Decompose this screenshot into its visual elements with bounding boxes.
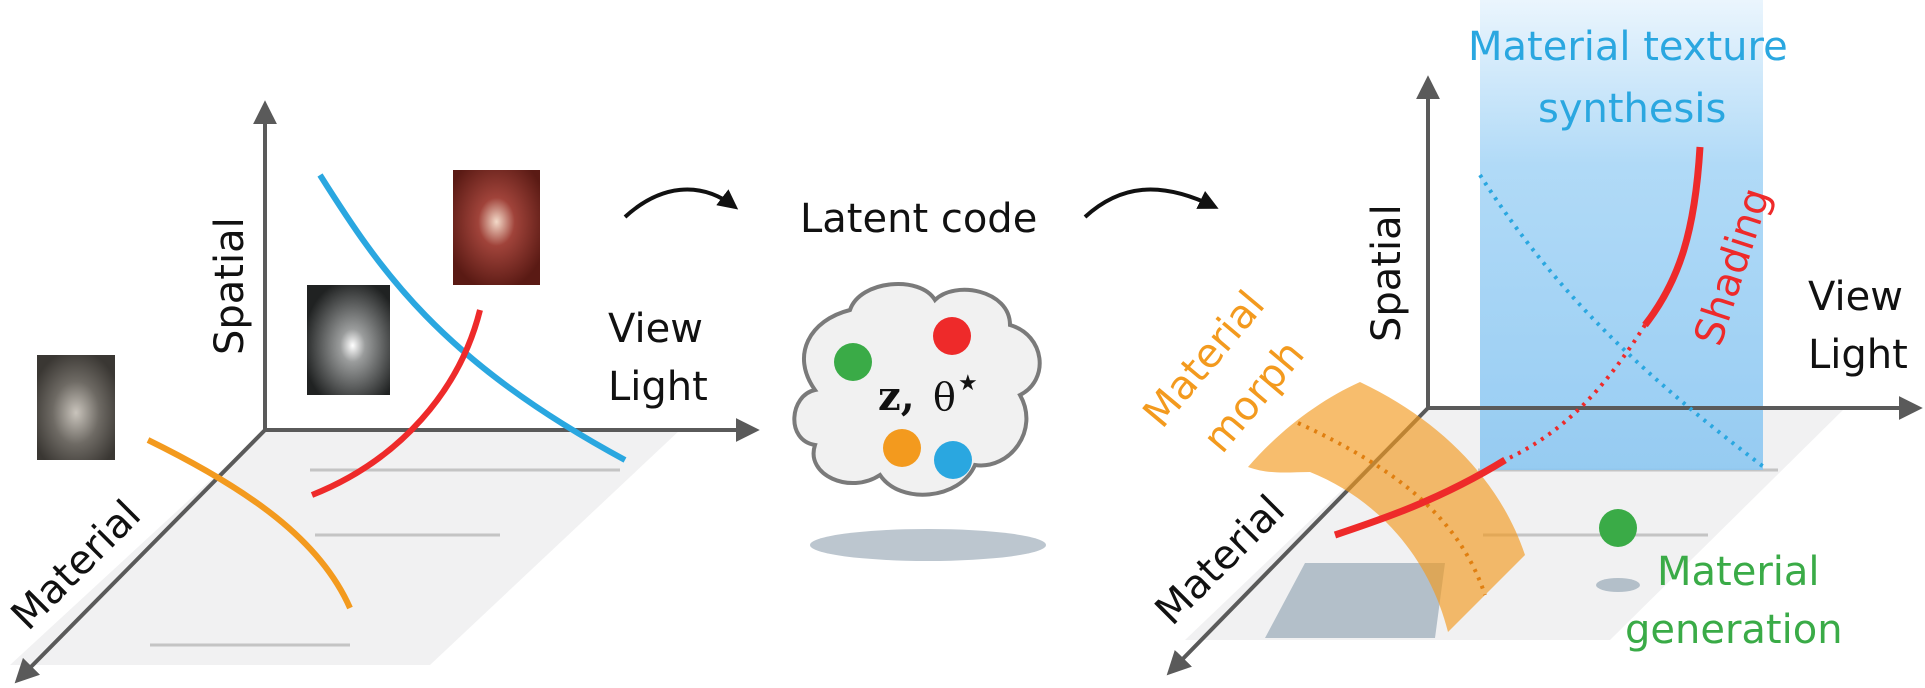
right-view-label: View bbox=[1808, 274, 1903, 320]
right-light-label: Light bbox=[1808, 332, 1908, 378]
latent-z-symbol: z, bbox=[878, 373, 915, 420]
morph-dotted-curve bbox=[1297, 421, 1487, 596]
arrow-latent-to-right bbox=[1083, 187, 1219, 219]
left-orange-curve bbox=[146, 437, 353, 610]
texture-synthesis-band bbox=[1480, 0, 1763, 470]
latent-dot-blue bbox=[934, 441, 972, 479]
shading-solid-curve-lower bbox=[1333, 457, 1507, 539]
generation-dot-shadow bbox=[1596, 578, 1640, 592]
left-blue-curve bbox=[317, 173, 627, 463]
left-panel: Spatial View Light Material bbox=[3, 100, 760, 684]
arrow-left-to-latent bbox=[623, 187, 739, 219]
texture-synthesis-label-line2: synthesis bbox=[1538, 86, 1726, 132]
material-generation-label-line2: generation bbox=[1625, 607, 1843, 653]
left-floor-plane bbox=[10, 430, 680, 665]
left-spatial-label: Spatial bbox=[207, 217, 253, 355]
shading-solid-curve-upper bbox=[1642, 146, 1704, 328]
latent-cloud bbox=[792, 282, 1042, 497]
right-blue-dotted-curve bbox=[1478, 173, 1767, 470]
middle-latent: Latent code z, θ ★ bbox=[623, 187, 1219, 561]
latent-dot-red bbox=[933, 317, 971, 355]
left-view-label: View bbox=[608, 306, 703, 352]
material-morph-surface bbox=[1248, 382, 1525, 632]
material-generation-label-line1: Material bbox=[1657, 549, 1820, 595]
left-light-label: Light bbox=[608, 364, 708, 410]
morph-floor-shadow bbox=[1265, 563, 1445, 638]
left-dark-texture-image bbox=[307, 285, 390, 395]
left-gray-texture-image bbox=[37, 355, 115, 460]
shading-dotted-curve bbox=[1504, 323, 1647, 462]
left-red-curve bbox=[310, 309, 483, 498]
latent-dot-orange bbox=[883, 429, 921, 467]
latent-theta-symbol: θ bbox=[933, 375, 956, 419]
texture-synthesis-label-line1: Material texture bbox=[1468, 24, 1788, 70]
latent-code-title: Latent code bbox=[800, 196, 1037, 242]
material-generation-dot bbox=[1599, 509, 1637, 547]
left-material-axis bbox=[14, 428, 267, 684]
latent-cloud-shadow bbox=[810, 529, 1046, 561]
right-spatial-label: Spatial bbox=[1364, 204, 1410, 342]
latent-dot-green bbox=[834, 343, 872, 381]
latent-star-symbol: ★ bbox=[958, 371, 978, 396]
right-panel: Material texture synthesis Shading Mater… bbox=[1134, 0, 1923, 676]
left-red-texture-image bbox=[453, 170, 540, 285]
